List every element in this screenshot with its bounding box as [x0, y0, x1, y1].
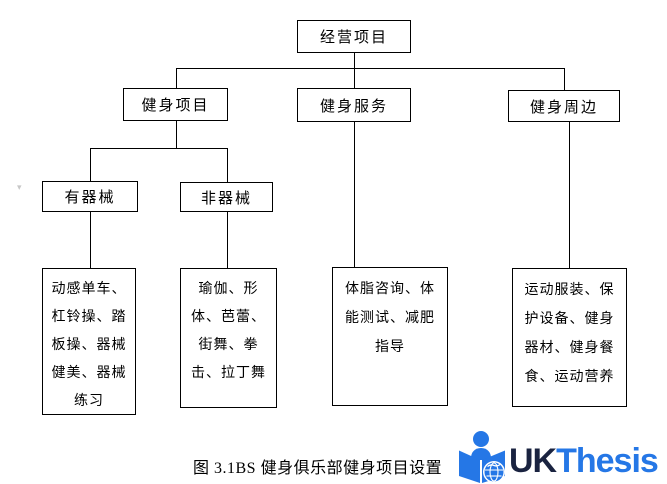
logo-text-uk: UK: [509, 442, 557, 480]
connector-drop-fitness-service: [354, 68, 355, 88]
node-fitness-peripheral: 健身周边: [508, 90, 620, 122]
node-fitness-program: 健身项目: [123, 88, 228, 121]
connector-peripheral-leaf: [569, 122, 570, 268]
leaf-peripheral-items: 运动服装、保护设备、健身器材、健身餐食、运动营养: [512, 268, 627, 407]
leaf-service-items: 体脂咨询、体能测试、减肥指导: [332, 267, 448, 406]
node-business-project: 经营项目: [297, 20, 411, 53]
leaf-non-equipment-activities: 瑜伽、形体、芭蕾、街舞、拳击、拉丁舞: [180, 268, 277, 408]
figure-caption: 图 3.1BS 健身俱乐部健身项目设置: [193, 460, 443, 477]
stray-mark: ▾: [17, 183, 22, 193]
connector-level2-horizontal: [176, 68, 565, 69]
connector-root-down: [354, 53, 355, 68]
logo-text-thesis: Thesis: [556, 442, 659, 480]
leaf-equipment-activities: 动感单车、杠铃操、踏板操、器械健美、器械练习: [42, 268, 136, 415]
node-non-equipment: 非器械: [180, 182, 273, 212]
connector-service-leaf: [354, 122, 355, 267]
logo-wordmark: UKThesis: [509, 442, 659, 480]
connector-drop-fitness-program: [176, 68, 177, 88]
connector-drop-fitness-peripheral: [564, 68, 565, 90]
connector-program-down: [176, 121, 177, 148]
connector-drop-non-equipment: [227, 148, 228, 182]
connector-equipment-leaf: [90, 212, 91, 268]
ukthesis-logo: UKThesis: [457, 430, 659, 484]
reading-person-book-globe-icon: [459, 431, 505, 483]
node-with-equipment: 有器械: [42, 181, 138, 212]
node-fitness-service: 健身服务: [297, 88, 411, 122]
connector-non-equipment-leaf: [227, 212, 228, 268]
connector-level3-horizontal: [90, 148, 227, 149]
connector-drop-equipment: [90, 148, 91, 181]
